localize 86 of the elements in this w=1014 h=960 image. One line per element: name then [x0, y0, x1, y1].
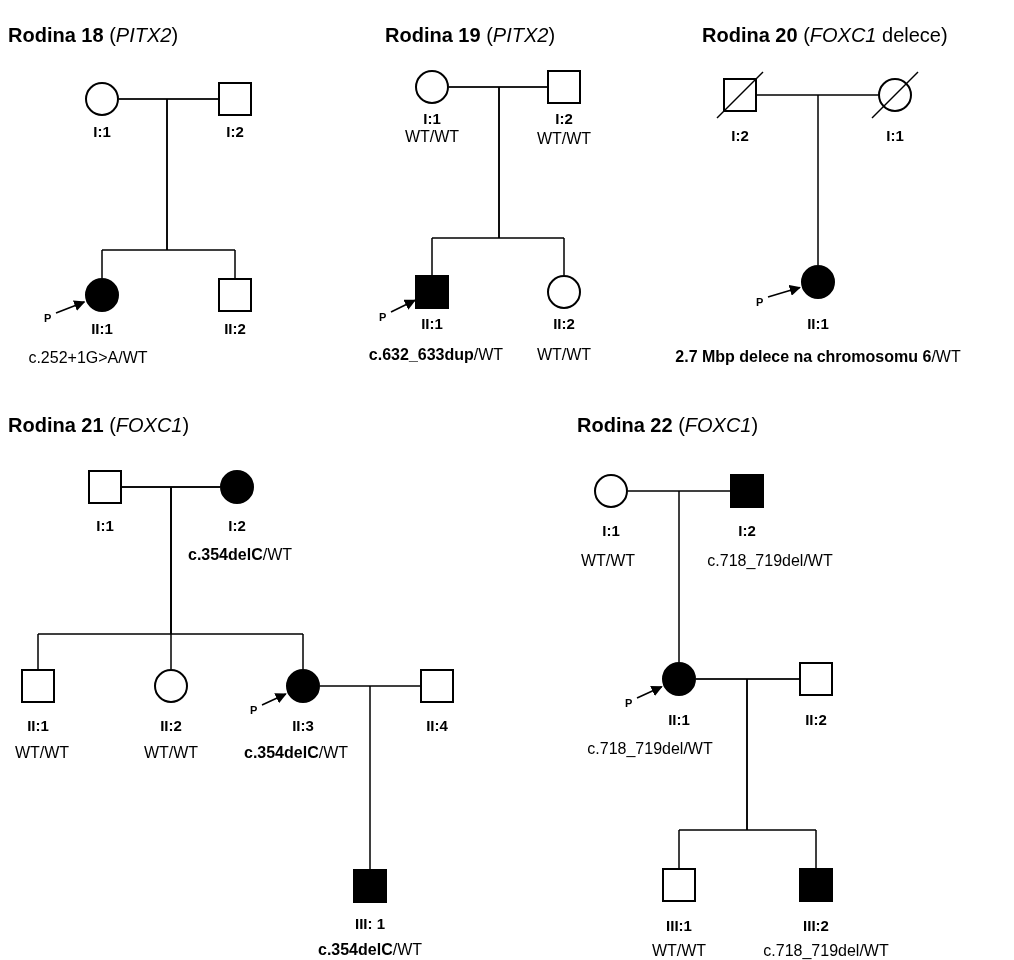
individual-id: II:1 — [27, 717, 49, 733]
female-symbol — [85, 278, 119, 312]
genotype-label: WT/WT — [536, 347, 592, 363]
individual-id: II:1 — [668, 711, 690, 727]
individual-id: I:2 — [226, 123, 244, 139]
pedigree-line — [498, 86, 565, 276]
genotype-label: WT/WT — [580, 553, 636, 569]
genotype-label: c.718_719del/WT — [587, 741, 713, 757]
individual-id: I:1 — [96, 517, 114, 533]
male-symbol — [662, 868, 696, 902]
genotype-label: WT/WT — [651, 943, 707, 959]
individual-id: II:1 — [421, 315, 443, 331]
individual-id: I:2 — [738, 522, 756, 538]
individual-id: II:2 — [160, 717, 182, 733]
genotype-label: 2.7 Mbp delece na chromosomu 6/WT — [675, 349, 961, 365]
individual-id: I:1 — [93, 123, 111, 139]
proband-label: P — [379, 312, 387, 323]
family-title: Rodina 19 (PITX2) — [385, 25, 556, 45]
proband-arrow — [261, 693, 287, 706]
individual-id: I:1 — [886, 127, 904, 143]
individual-id: II:2 — [805, 711, 827, 727]
individual-id: III:1 — [666, 917, 692, 933]
male-symbol — [218, 82, 252, 116]
genotype-label: WT/WT — [404, 129, 460, 145]
individual-id: I:2 — [228, 517, 246, 533]
male-symbol — [88, 470, 122, 504]
proband-arrow — [767, 285, 801, 298]
pedigree-line — [817, 94, 879, 266]
individual-id: II:2 — [553, 315, 575, 331]
individual-id: III: 1 — [355, 915, 385, 931]
genotype-label: c.354delC/WT — [318, 942, 422, 958]
individual-id: II:1 — [91, 320, 113, 336]
proband-label: P — [756, 297, 764, 308]
individual-id: I:2 — [555, 110, 573, 126]
pedigree-line — [746, 678, 817, 869]
male-symbol — [547, 70, 581, 104]
male-symbol — [218, 278, 252, 312]
female-symbol — [801, 265, 835, 299]
family-title: Rodina 20 (FOXC1 delece) — [702, 25, 948, 45]
pedigree-line — [170, 486, 304, 670]
male-symbol — [715, 70, 765, 120]
individual-id: II:3 — [292, 717, 314, 733]
male-symbol — [799, 868, 833, 902]
proband-arrow — [636, 685, 663, 699]
female-symbol — [662, 662, 696, 696]
male-symbol — [799, 662, 833, 696]
individual-id: I:2 — [731, 127, 749, 143]
individual-id: I:1 — [423, 110, 441, 126]
family-title: Rodina 22 (FOXC1) — [577, 415, 759, 435]
male-symbol — [420, 669, 454, 703]
genotype-label: c.718_719del/WT — [707, 553, 833, 569]
female-symbol — [415, 70, 449, 104]
male-symbol — [353, 869, 387, 903]
genotype-label: WT/WT — [536, 131, 592, 147]
male-symbol — [415, 275, 449, 309]
female-symbol — [870, 70, 920, 120]
individual-id: III:2 — [803, 917, 829, 933]
female-symbol — [85, 82, 119, 116]
family-title: Rodina 18 (PITX2) — [8, 25, 179, 45]
genotype-label: c.632_633dup/WT — [368, 347, 504, 363]
genotype-label: c.718_719del/WT — [763, 943, 889, 959]
individual-id: I:1 — [602, 522, 620, 538]
genotype-label: c.354delC/WT — [188, 547, 292, 563]
pedigree-line — [369, 685, 421, 870]
proband-label: P — [625, 698, 633, 709]
male-symbol — [730, 474, 764, 508]
genotype-label: c.354delC/WT — [244, 745, 348, 761]
female-symbol — [220, 470, 254, 504]
proband-arrow — [390, 299, 416, 313]
female-symbol — [286, 669, 320, 703]
pedigree-line — [678, 490, 731, 663]
proband-label: P — [44, 313, 52, 324]
genotype-label: c.252+1G>A/WT — [28, 350, 148, 366]
individual-id: II:1 — [807, 315, 829, 331]
male-symbol — [21, 669, 55, 703]
female-symbol — [154, 669, 188, 703]
pedigree-line — [166, 98, 236, 279]
individual-id: II:4 — [426, 717, 448, 733]
family-title: Rodina 21 (FOXC1) — [8, 415, 190, 435]
individual-id: II:2 — [224, 320, 246, 336]
female-symbol — [547, 275, 581, 309]
genotype-label: WT/WT — [14, 745, 70, 761]
proband-label: P — [250, 705, 258, 716]
genotype-label: WT/WT — [143, 745, 199, 761]
female-symbol — [594, 474, 628, 508]
proband-arrow — [55, 300, 86, 314]
